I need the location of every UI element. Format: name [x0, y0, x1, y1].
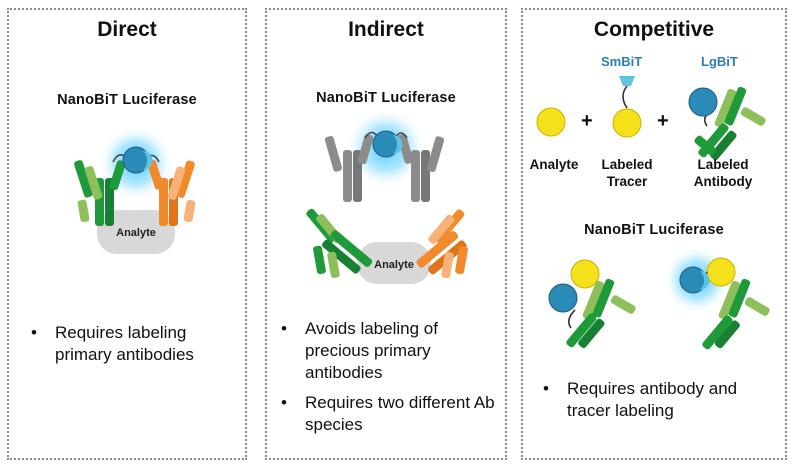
smbit-tag	[619, 76, 635, 86]
competitive-illustration	[536, 76, 770, 350]
orange-primary-antibody	[416, 209, 468, 279]
legend-antibody: Labeled Antibody	[693, 157, 753, 189]
analyte-blob	[97, 210, 175, 254]
bullets-competitive: •Requires antibody and tracer labeling	[541, 378, 781, 430]
panel-competitive: Competitive SmBiT LgBiT + +	[521, 8, 787, 460]
plus-sign: +	[581, 110, 593, 132]
bullet-item: •Requires antibody and tracer labeling	[543, 379, 738, 420]
unbound-complex	[548, 259, 636, 349]
analyte-label: Analyte	[116, 227, 156, 239]
smbit-subunit	[143, 151, 153, 170]
bullets-indirect: •Avoids labeling of precious primary ant…	[279, 318, 501, 444]
smbit-subunit	[393, 135, 403, 154]
analyte-blob	[357, 242, 431, 284]
smbit-label: SmBiT	[601, 54, 643, 69]
green-primary-antibody	[306, 208, 373, 279]
bullets-direct: •Requires labeling primary antibodies	[29, 322, 239, 374]
panel-direct: Direct NanoBiT Luciferase Analyte	[7, 8, 247, 460]
plus-sign: +	[657, 110, 669, 132]
indirect-illustration: Analyte	[306, 108, 468, 284]
panel-indirect: Indirect NanoBiT Luciferase	[265, 8, 507, 460]
green-antibody	[74, 160, 126, 226]
lgbit-subunit	[688, 87, 718, 117]
subtitle-direct: NanoBiT Luciferase	[57, 92, 197, 108]
analyte-icon	[536, 107, 566, 137]
bound-complex	[679, 257, 770, 350]
subtitle-indirect: NanoBiT Luciferase	[316, 90, 456, 106]
bullet-item: •Avoids labeling of precious primary ant…	[281, 319, 438, 382]
direct-illustration: Analyte	[74, 125, 196, 254]
panel-title-competitive: Competitive	[593, 18, 715, 41]
bullet-item: •Requires labeling primary antibodies	[31, 323, 194, 364]
legend-tracer: Labeled Tracer	[601, 157, 653, 189]
orange-antibody	[147, 159, 196, 226]
analyte-label: Analyte	[374, 259, 414, 271]
lgbit-label: LgBiT	[701, 54, 738, 69]
panel-title-direct: Direct	[97, 18, 157, 41]
gray-secondary-antibody-right	[397, 133, 445, 202]
tracer-icon	[612, 108, 642, 138]
subtitle-competitive: NanoBiT Luciferase	[584, 222, 724, 238]
legend-analyte: Analyte	[529, 157, 579, 172]
bullet-item: •Requires two different Ab species	[281, 393, 495, 434]
panel-title-indirect: Indirect	[348, 18, 424, 41]
labeled-antibody-icon	[688, 86, 766, 161]
gray-secondary-antibody-left	[324, 134, 374, 202]
